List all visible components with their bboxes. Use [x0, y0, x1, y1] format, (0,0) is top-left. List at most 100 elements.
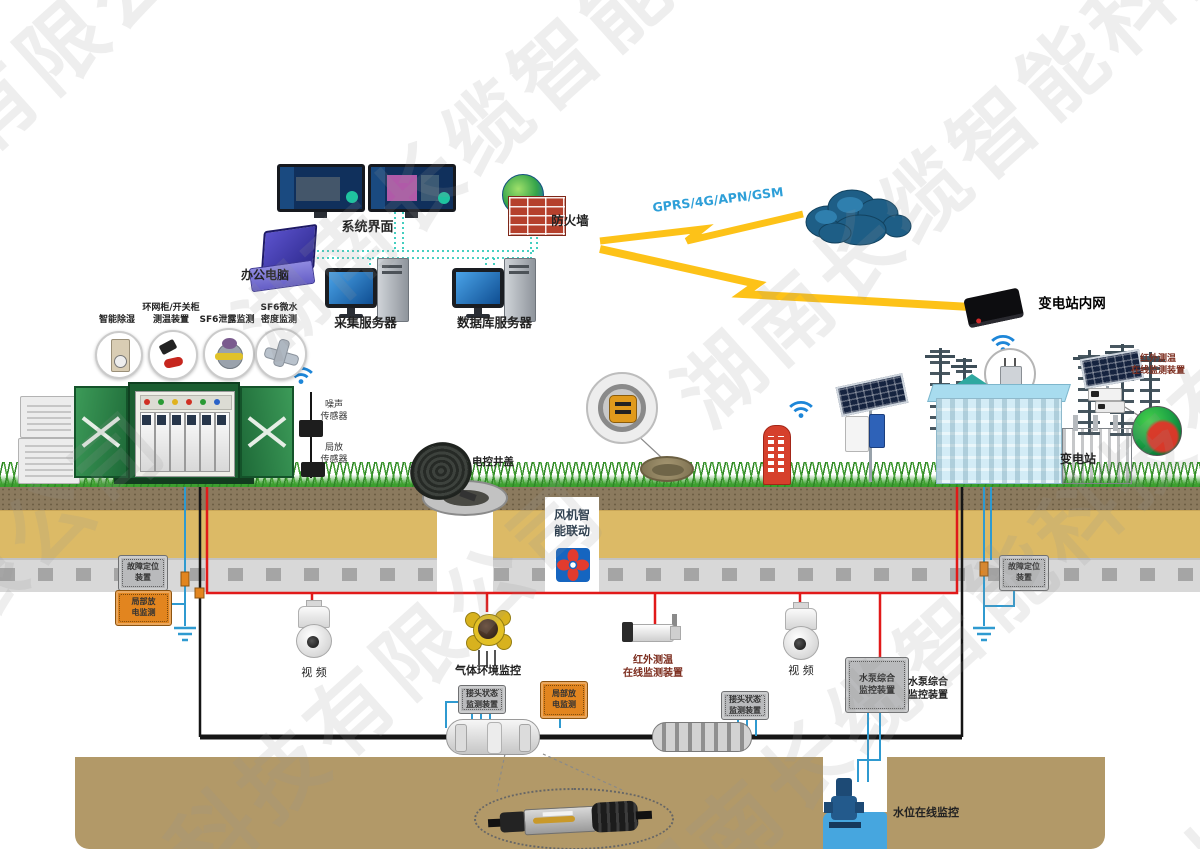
fault-locator-box: 故障定位 装置	[118, 555, 168, 591]
monitor-stand	[405, 212, 418, 218]
pump-volute	[831, 796, 857, 820]
fault-locator-text: 故障定位 装置	[1000, 556, 1048, 590]
database-server-tower	[504, 258, 536, 322]
module-head	[142, 415, 151, 425]
joint-cable-stub	[635, 810, 653, 820]
ac-unit	[20, 396, 78, 438]
tower-slot	[509, 271, 529, 274]
cover-slot	[615, 402, 631, 406]
module-head	[202, 415, 211, 425]
label-line: 水泵综合	[858, 673, 895, 684]
fan-icon	[556, 548, 590, 582]
office-laptop	[248, 223, 318, 298]
cable-joint-capsule	[446, 719, 540, 755]
joint-monitor-text: 接头状态 监测装置	[722, 692, 768, 719]
cable-marker-post	[763, 425, 791, 485]
gas-antenna	[478, 650, 480, 665]
label-line: 故障定位	[127, 562, 159, 572]
ir-device-label: 红外测温 在线监测装置	[1118, 354, 1198, 377]
label-line: 局放	[324, 443, 343, 453]
ceiling-dashes	[0, 568, 1200, 581]
pd-sensor-label: 局放 传感器	[308, 443, 360, 466]
post-text-column	[768, 436, 774, 472]
ac-vents	[27, 403, 71, 431]
wifi-icon	[788, 398, 814, 418]
pd-monitor-text: 局部放 电监测	[541, 682, 587, 718]
screen-block	[346, 191, 358, 203]
noise-sensor-device	[299, 420, 323, 437]
switch-module	[170, 412, 185, 472]
substation-building	[927, 384, 1071, 484]
collect-server-tower	[377, 258, 409, 322]
tower-pole	[1120, 344, 1124, 436]
database-server-monitor	[452, 268, 504, 308]
label-line: 在线监测装置	[1130, 365, 1185, 376]
label-line: 电监测	[131, 608, 156, 617]
video-label-right: 视 频	[788, 664, 814, 677]
system-monitor-1	[277, 164, 365, 212]
label-line: SF6微水	[260, 303, 298, 313]
lan-dotted-links	[302, 212, 538, 274]
joint-monitor-box: 接头状态 监测装置	[721, 691, 769, 720]
system-ui-label: 系统界面	[341, 220, 394, 235]
database-server-label: 数据库服务器	[456, 315, 532, 330]
label-line: 噪声	[324, 400, 343, 410]
bolt-border	[849, 661, 905, 709]
module-head	[157, 415, 166, 425]
earth-symbol-left	[174, 626, 196, 642]
fan-linkage-label: 风机智能联动	[553, 508, 590, 538]
system-monitor-2	[368, 164, 456, 212]
intranet-label: 变电站内网	[1038, 296, 1106, 312]
camera-bracket	[672, 614, 677, 626]
ir-camera-lens	[1091, 391, 1099, 397]
indicator-lamp	[158, 399, 164, 405]
building-front	[936, 398, 1062, 484]
camera-tail	[670, 626, 681, 640]
switch-module	[155, 412, 170, 472]
office-pc-label: 办公电脑	[240, 268, 289, 282]
cabinet-base	[114, 478, 254, 484]
ir-bullet-camera	[622, 614, 682, 646]
label-line: 接头状态	[466, 688, 498, 698]
cable-joint-segmented	[652, 722, 752, 752]
screen-block	[280, 167, 294, 209]
joint-band	[487, 722, 502, 754]
small-manhole-cover	[640, 456, 694, 482]
pump-flange	[855, 802, 864, 813]
wan-cloud	[805, 189, 912, 246]
cabinet-body	[128, 382, 240, 482]
screen-block	[296, 177, 340, 201]
indicator-lamp	[214, 399, 220, 405]
joint-cap	[499, 811, 527, 833]
indicator-lamp	[186, 399, 192, 405]
switch-module	[140, 412, 155, 472]
joint-cutaway	[523, 805, 597, 836]
pump-monitor-text: 水泵综合 监控装置	[846, 658, 908, 712]
smart-cover-detail-circle	[586, 372, 658, 444]
gas-antenna	[486, 651, 488, 668]
label-line: 监控装置	[908, 690, 948, 701]
power-cable	[198, 392, 964, 740]
label-line: 装置	[135, 573, 151, 582]
label-line: 监测装置	[729, 705, 761, 715]
indicator-lamp	[144, 399, 150, 405]
post-text-column	[778, 436, 784, 472]
camera-lens	[307, 636, 319, 648]
monitor-screen	[371, 167, 453, 209]
label-line: 红外测温	[1139, 354, 1176, 364]
label-line: 装置	[1016, 573, 1032, 582]
transformer-bushing	[1073, 415, 1078, 431]
device-circle-sf6-detector	[203, 328, 255, 380]
ir-camera-label: 红外测温 在线监测装置	[606, 654, 700, 680]
screen-block	[438, 192, 450, 204]
gas-sensor-window	[478, 619, 498, 639]
collect-server-label: 采集服务器	[334, 315, 397, 330]
bolt-border	[725, 695, 765, 716]
ptz-camera-right	[782, 602, 819, 660]
label-line: 密度监测	[260, 314, 297, 325]
pump-base	[829, 822, 861, 828]
sf6-detector-band	[215, 353, 243, 360]
substation-label: 变电站	[1059, 452, 1096, 466]
